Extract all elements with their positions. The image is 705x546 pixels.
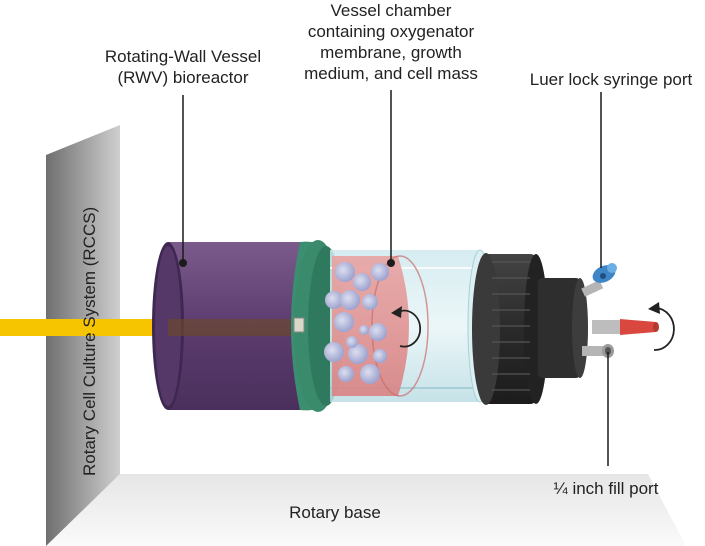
yellow-shaft [0, 319, 175, 336]
rotary-base [46, 474, 686, 546]
rotary-base-label: Rotary base [289, 503, 381, 522]
rotation-arrow-icon [648, 302, 675, 351]
chamber-label-line-2: containing oxygenator [307, 22, 475, 41]
rotation-arrow-icon [391, 306, 422, 348]
cell-mass [324, 262, 389, 384]
center-shaft [592, 319, 659, 335]
black-cap [472, 253, 588, 405]
rccs-label: Rotary Cell Culture System (RCCS) [80, 206, 99, 476]
rwv-outer-vessel [152, 242, 318, 410]
leader-lines [182, 90, 609, 466]
rwv-label-line-1: Rotating-Wall Vessel [104, 47, 262, 66]
chamber-label-line-1: Vessel chamber [330, 1, 452, 20]
rwv-label: Rotating-Wall Vessel (RWV) bioreactor [88, 46, 278, 88]
chamber-label-line-3: membrane, growth [320, 43, 462, 62]
vessel-chamber [324, 249, 493, 403]
fill-port-label: ¼ inch fill port [553, 479, 659, 498]
fill-port [582, 344, 614, 358]
chamber-label: Vessel chamber containing oxygenator mem… [286, 0, 496, 84]
chamber-label-line-4: medium, and cell mass [304, 64, 478, 83]
luer-port-label: Luer lock syringe port [529, 70, 693, 89]
rwv-label-line-2: (RWV) bioreactor [117, 68, 249, 87]
luer-lock-port [581, 263, 617, 297]
